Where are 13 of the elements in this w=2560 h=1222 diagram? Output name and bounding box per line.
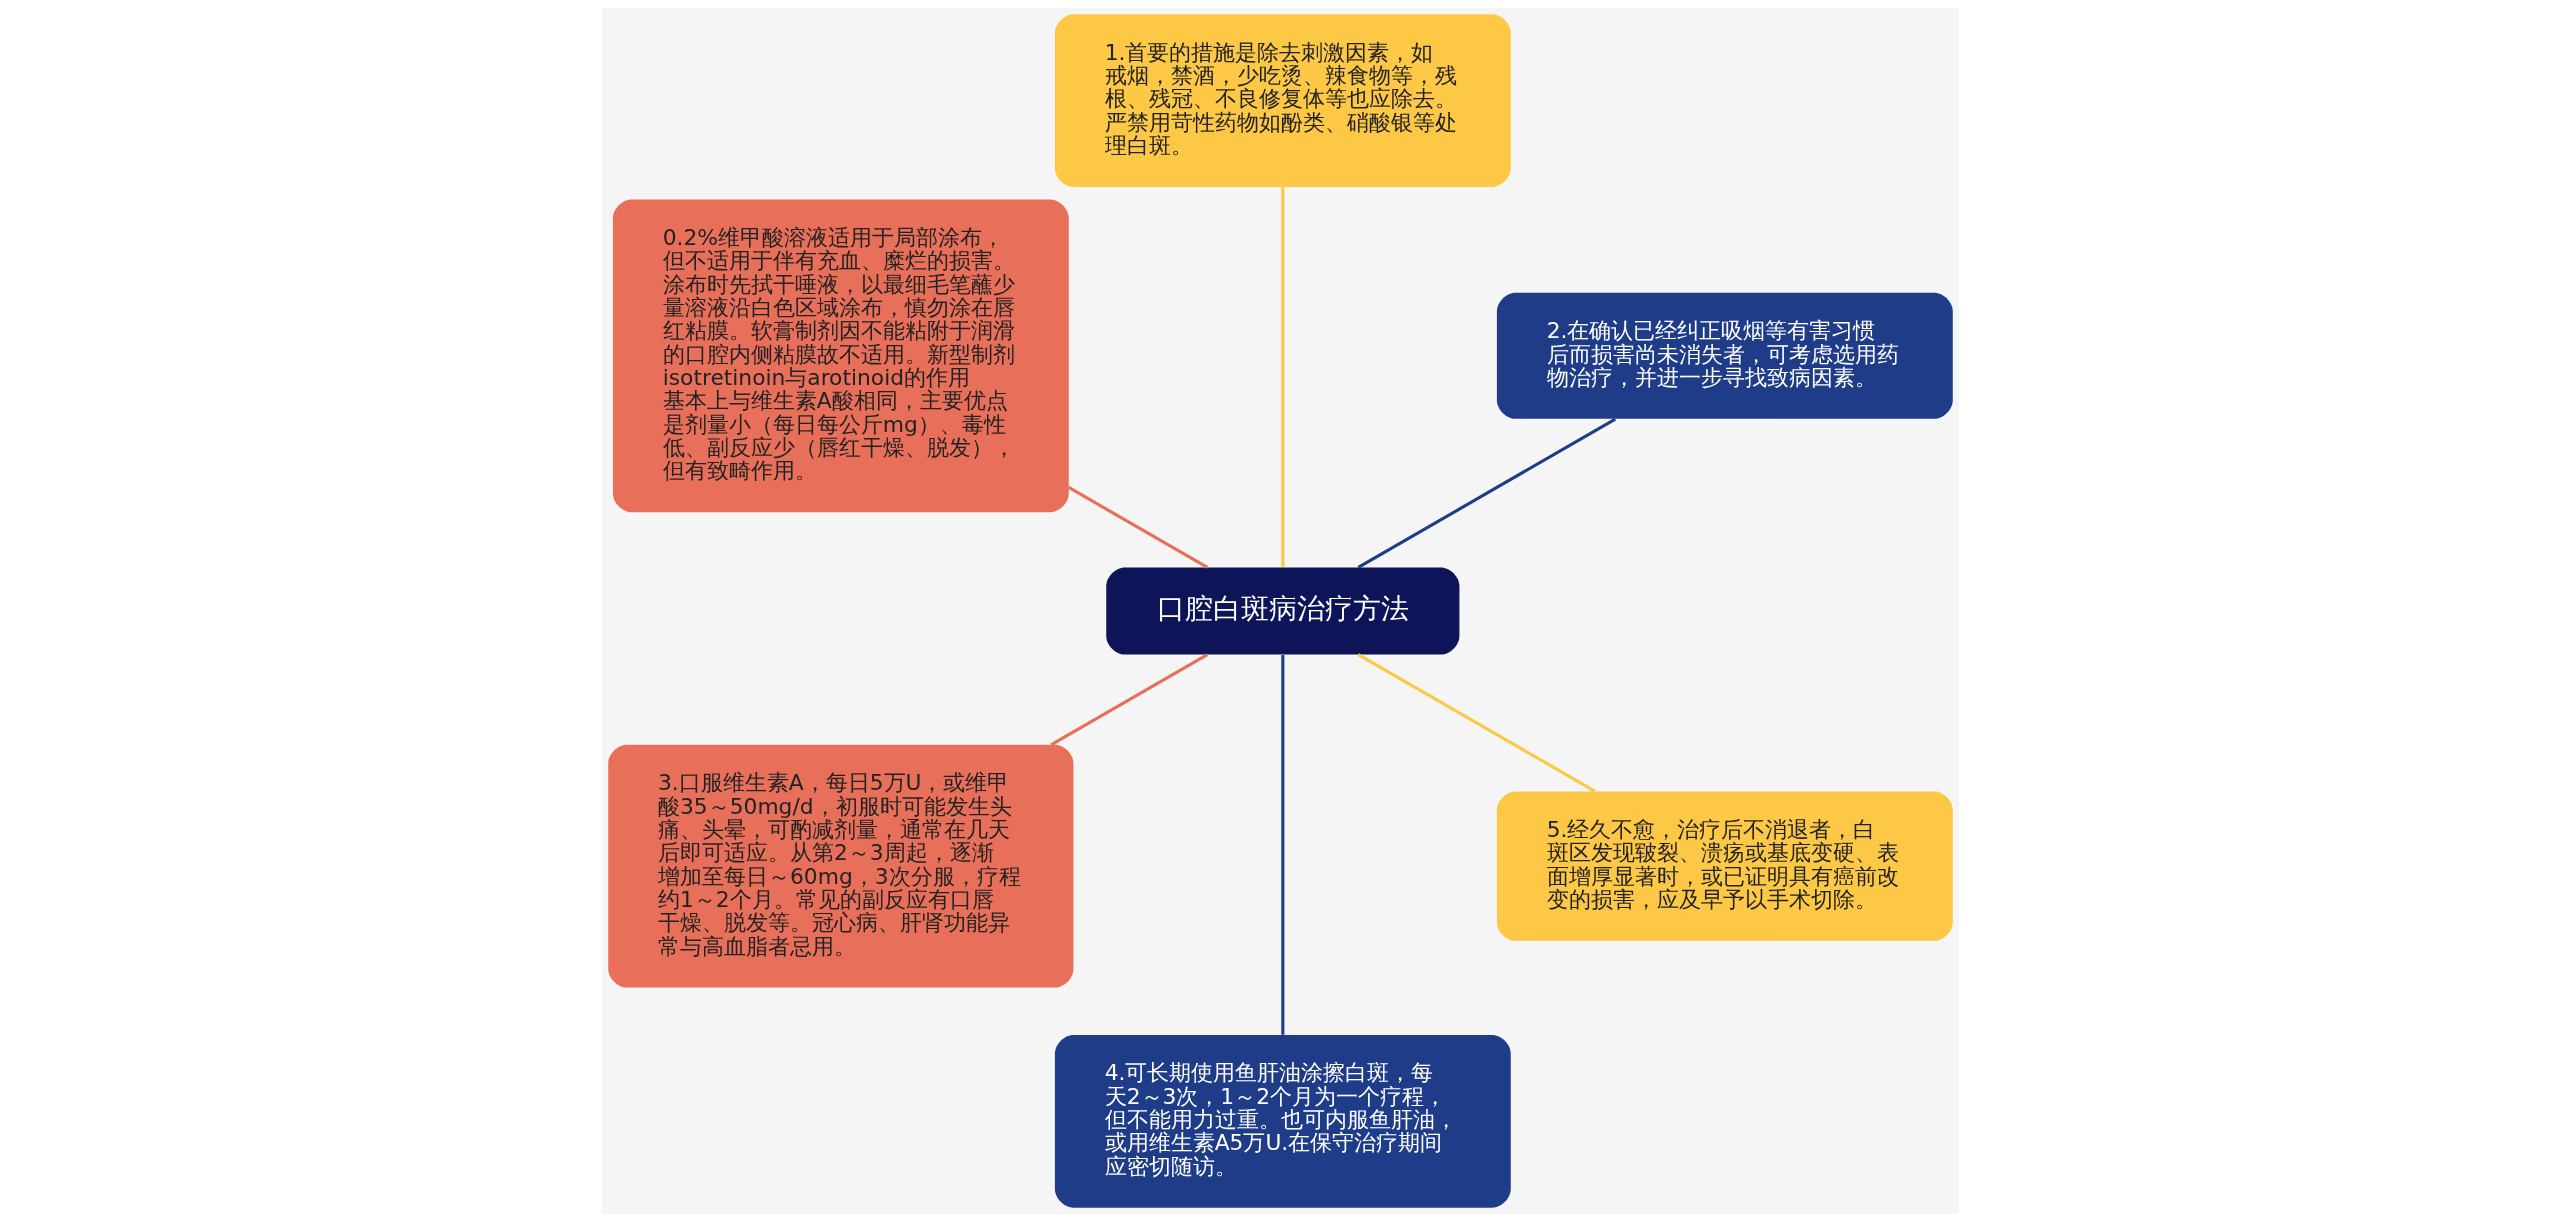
connector xyxy=(1280,654,1284,1035)
node-box: 5.经久不愈，治疗后不消退者，白斑区发现皲裂、溃疡或基底变硬、表面增厚显著时，或已证明具有癌前改变的损害，应及早予以手术切除。 xyxy=(1496,791,1953,941)
node-box: 1.首要的措施是除去刺激因素，如戒烟，禁酒，少吃烫、辣食物等，残根、残冠、不良修复体等也应除去。严禁用苛性药物如酚类、硝酸银等处理白斑。 xyxy=(1054,14,1511,187)
node-box: 0.2%维甲酸溶液适用于局部涂布，但不适用于伴有充血、糜烂的损害。涂布时先拭干唾液，以最细毛笔蘸少量溶液沿白色区域涂布，慎勿涂在唇红粘膜。软膏制剂因不能粘附于润滑的口腔内侧粘膜故不适用。新型制剂isotretinoin与arotinoid的作用基本上与维生素A酸相同，主要优点是剂量小（每日每公斤mg）、毒性低、副反应少（唇红干燥、脱发），但有致畸作用。 xyxy=(612,199,1069,513)
node-box: 3.口服维生素A，每日5万U，或维甲酸35～50mg/d，初服时可能发生头痛、头晕，可酌减剂量，通常在几天后即可适应。从第2～3周起，逐渐增加至每日～60mg，3次分服，疗程约1～2个月。常见的副反应有口唇干燥、脱发等。冠心病、肝肾功能异常与高血脂者忌用。 xyxy=(607,744,1073,988)
node-box: 口腔白斑病治疗方法 xyxy=(1105,567,1459,655)
connector xyxy=(1280,187,1284,568)
connector xyxy=(1357,417,1616,569)
connector xyxy=(1357,653,1596,793)
node-box: 4.可长期使用鱼肝油涂擦白斑，每天2～3次，1～2个月为一个疗程，但不能用力过重。也可内服鱼肝油，或用维生素A5万U.在保守治疗期间应密切随访。 xyxy=(1054,1035,1511,1208)
connector xyxy=(1067,486,1208,569)
connector xyxy=(1049,653,1208,747)
node-box: 2.在确认已经纠正吸烟等有害习惯后而损害尚未消失者，可考虑选用药物治疗，并进一步寻找致病因素。 xyxy=(1496,292,1953,419)
